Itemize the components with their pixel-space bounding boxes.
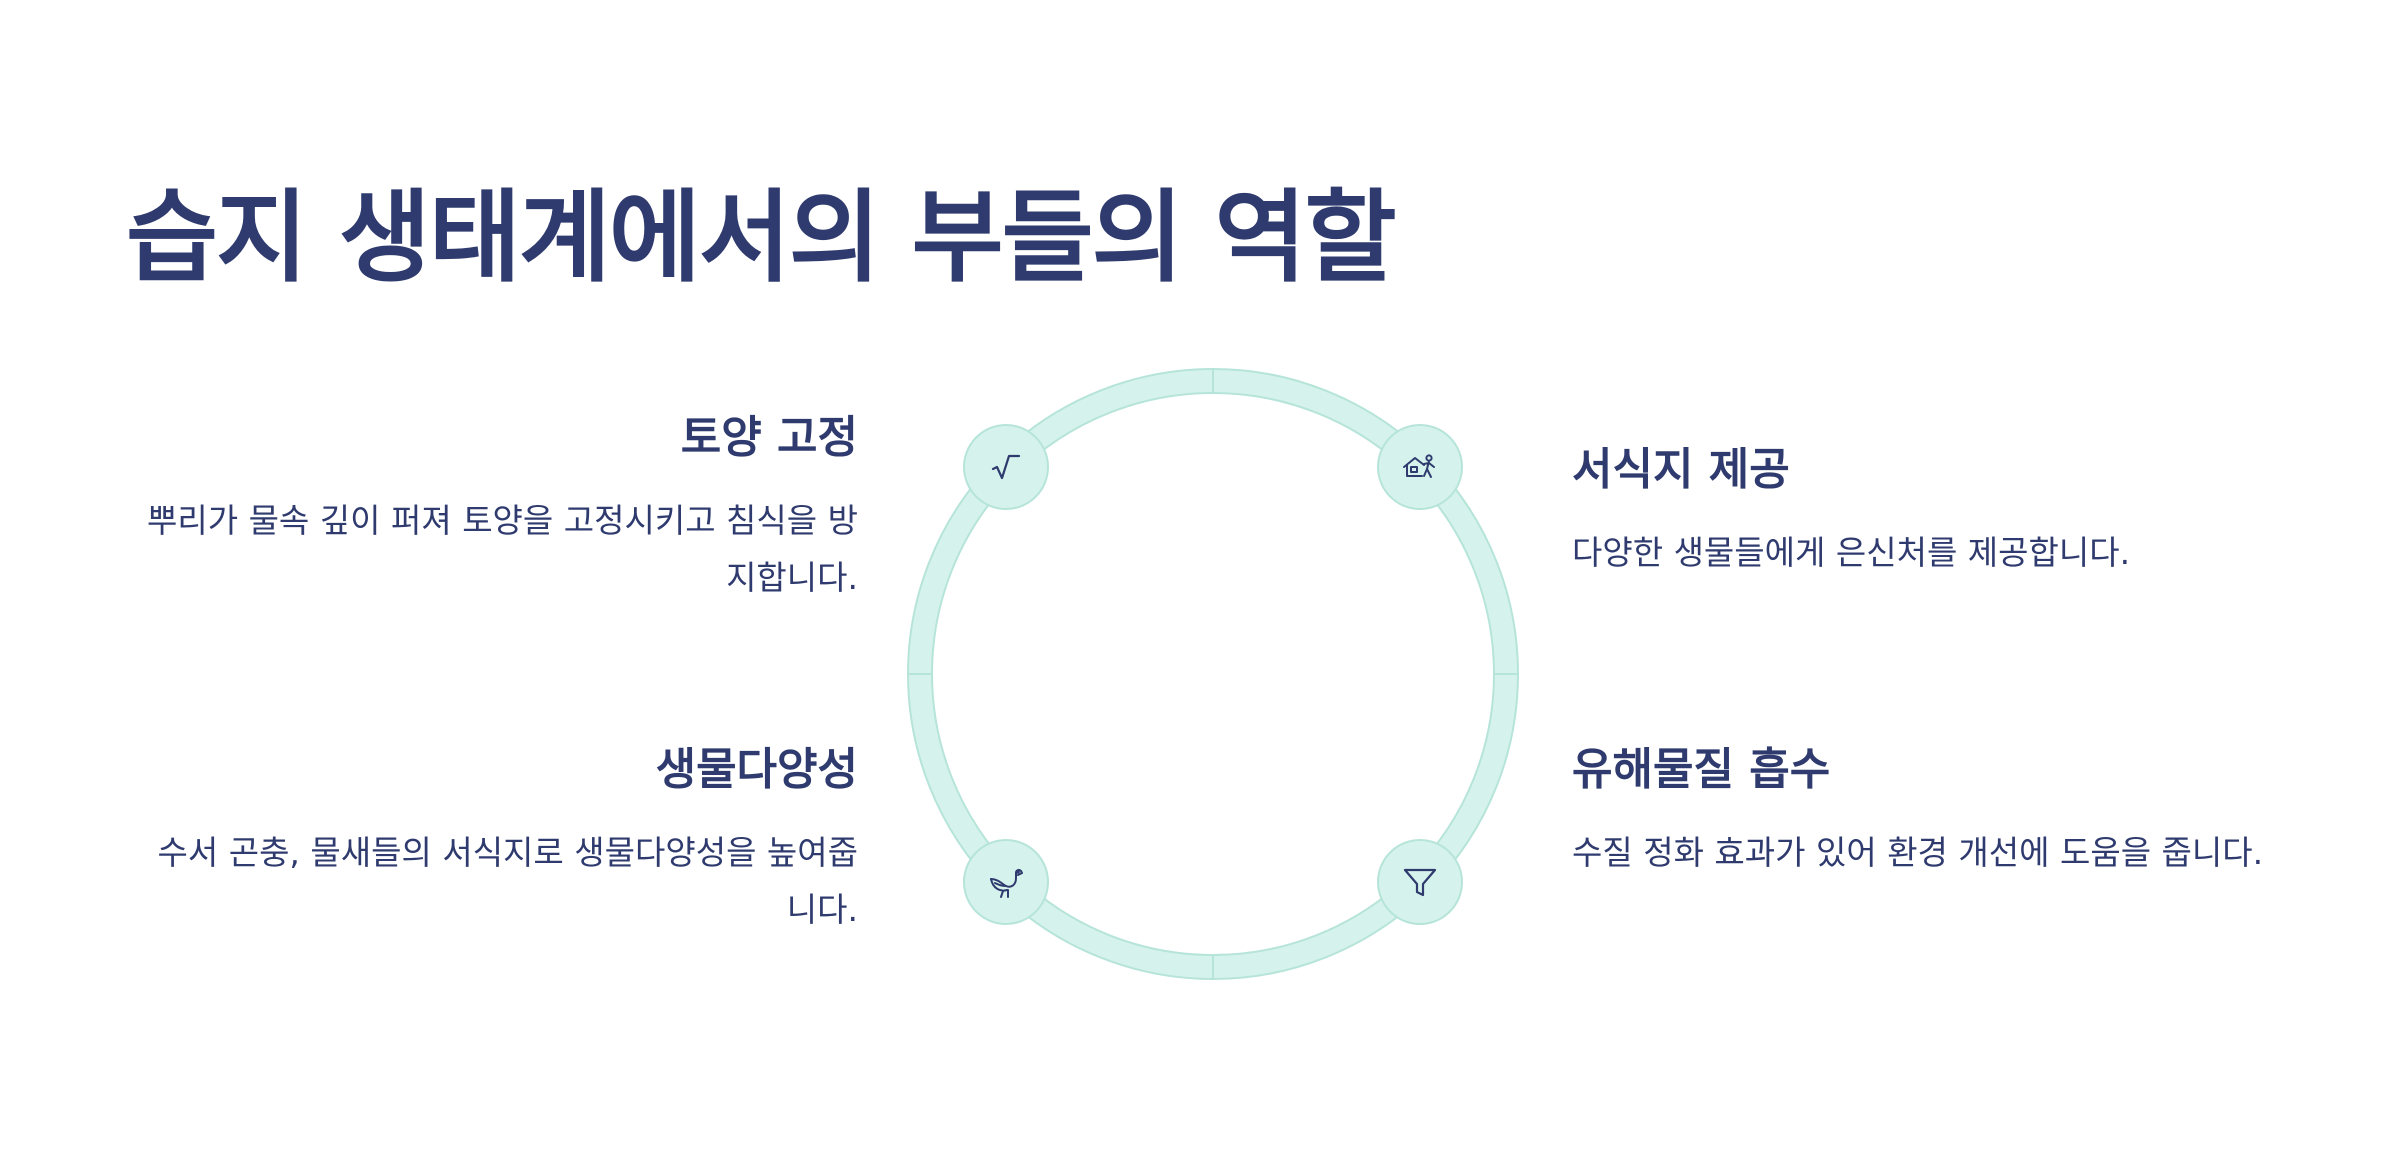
item-heading: 유해물질 흡수	[1572, 744, 1831, 795]
item-description: 수질 정화 효과가 있어 환경 개선에 도움을 줍니다.	[1572, 833, 2264, 872]
item-heading: 생물다양성	[655, 744, 858, 795]
house-with-person-icon	[1403, 454, 1435, 478]
bird-icon	[990, 868, 1023, 898]
square-root-icon	[991, 454, 1021, 480]
item-heading: 서식지 제공	[1572, 444, 1790, 495]
funnel-icon	[1403, 868, 1437, 897]
funnel-icon-badge	[1377, 839, 1463, 925]
item-habitat: 서식지 제공 다양한 생물들에게 은신처를 제공합니다.	[1572, 442, 2292, 581]
bird-icon-badge	[963, 839, 1049, 925]
item-pollutant-absorption: 유해물질 흡수 수질 정화 효과가 있어 환경 개선에 도움을 줍니다.	[1572, 742, 2292, 881]
item-soil-fixation: 토양 고정 뿌리가 물속 깊이 퍼져 토양을 고정시키고 침식을 방지합니다.	[138, 410, 858, 606]
square-root-icon-badge	[963, 424, 1049, 510]
item-description: 뿌리가 물속 깊이 퍼져 토양을 고정시키고 침식을 방지합니다.	[147, 501, 858, 597]
house-with-person-icon-badge	[1377, 424, 1463, 510]
page-title: 습지 생태계에서의 부들의 역할	[126, 179, 1396, 296]
item-description: 다양한 생물들에게 은신처를 제공합니다.	[1572, 533, 2131, 572]
item-biodiversity: 생물다양성 수서 곤충, 물새들의 서식지로 생물다양성을 높여줍니다.	[138, 742, 859, 938]
item-heading: 토양 고정	[680, 412, 858, 463]
item-description: 수서 곤충, 물새들의 서식지로 생물다양성을 높여줍니다.	[157, 833, 859, 929]
